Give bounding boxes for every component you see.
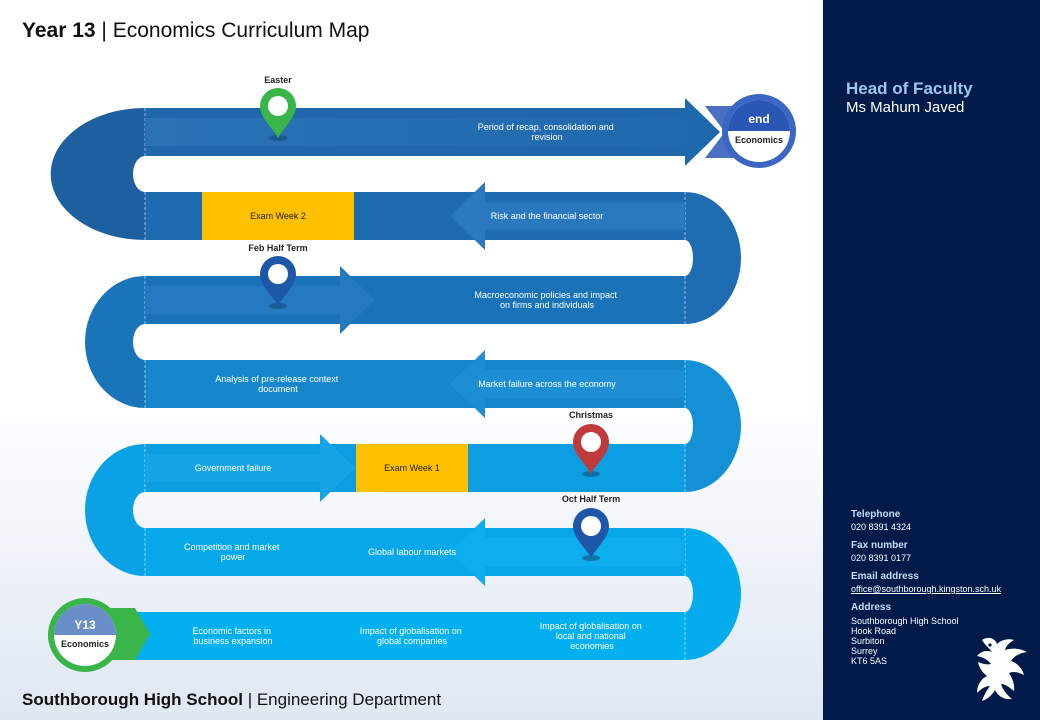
topic-competition-line: power — [221, 552, 246, 562]
curriculum-road: end Economics Y13 Economics Period of re… — [48, 75, 796, 672]
pin-hole — [581, 432, 601, 452]
start-badge-top — [54, 604, 116, 635]
address-line: Surrey — [851, 646, 878, 656]
topic-glob-local: Impact of globalisation on local and nat… — [540, 621, 645, 651]
pin-hole — [268, 96, 288, 116]
exam-week-1-block — [356, 444, 468, 492]
curve-right-3 — [685, 528, 741, 660]
arrow-right-lane-3 — [145, 266, 375, 334]
curve-left-2 — [85, 276, 145, 408]
telephone-value: 020 8391 4324 — [851, 522, 912, 532]
start-badge: Y13 Economics — [48, 598, 150, 672]
pin-hole — [581, 516, 601, 536]
topic-competition-line: Competition and market — [184, 542, 280, 552]
pin-label: Feb Half Term — [248, 243, 307, 253]
start-badge-sub: Economics — [61, 639, 109, 649]
griffin-eye — [988, 643, 992, 647]
pin-christmas: Christmas — [569, 410, 613, 477]
lane-joins — [144, 108, 686, 660]
curve-left-3 — [85, 444, 145, 576]
end-badge-top — [728, 100, 790, 131]
sidebar: Head of Faculty Ms Mahum Javed Telephone… — [823, 0, 1040, 720]
curve-right-1 — [685, 192, 741, 324]
pin-oct-half-term: Oct Half Term — [562, 494, 620, 561]
topic-analysis-line: Analysis of pre-release context — [215, 374, 339, 384]
pin-label: Oct Half Term — [562, 494, 620, 504]
head-of-faculty-title: Head of Faculty — [846, 79, 973, 98]
arrow-right-lane-1 — [145, 98, 720, 166]
curve-right-2 — [685, 360, 741, 492]
page-title: Year 13 | Economics Curriculum Map — [22, 19, 370, 42]
topic-glob-local-line: Impact of globalisation on — [540, 621, 642, 631]
arrow-left-lane-4 — [450, 350, 685, 418]
griffin-crest-shape — [977, 637, 1027, 701]
road-curves — [50, 108, 741, 660]
pin-easter: Easter — [260, 75, 296, 141]
topic-recap-line: revision — [531, 132, 562, 142]
topic-analysis: Analysis of pre-release context document — [215, 374, 341, 394]
exam-week-2-block — [202, 192, 354, 240]
end-badge-label: end — [748, 112, 769, 126]
pin-label: Easter — [264, 75, 292, 85]
arrow-left-lane-2 — [450, 182, 685, 250]
topic-market-failure: Market failure across the economy — [478, 379, 616, 389]
topic-competition: Competition and market power — [184, 542, 282, 562]
arrow-left-lane-6 — [450, 518, 685, 586]
lane-7 — [120, 612, 685, 660]
email-label: Email address — [851, 571, 919, 582]
topic-macro-line: on firms and individuals — [500, 300, 595, 310]
topic-glob-local-line: economies — [570, 641, 614, 651]
topic-economic-factors-line: Economic factors in — [192, 626, 271, 636]
topic-labour: Global labour markets — [368, 547, 457, 557]
footer: Southborough High School | Engineering D… — [22, 690, 442, 709]
topic-glob-local-line: local and national — [556, 631, 626, 641]
griffin-crest-icon — [977, 637, 1027, 701]
end-badge-sub: Economics — [735, 135, 783, 145]
topic-exam-2: Exam Week 2 — [250, 211, 306, 221]
topic-glob-global-line: global companies — [377, 636, 448, 646]
topic-gov-failure: Government failure — [195, 463, 272, 473]
topic-recap: Period of recap, consolidation and revis… — [478, 122, 617, 142]
pin-feb-half-term: Feb Half Term — [248, 243, 308, 309]
arrow-right-lane-5 — [145, 434, 355, 502]
email-link[interactable]: office@southborough.kingston.sch.uk — [851, 584, 1002, 594]
pin-hole — [268, 264, 288, 284]
topic-risk: Risk and the financial sector — [491, 211, 604, 221]
end-badge: end Economics — [705, 94, 796, 168]
pin-label: Christmas — [569, 410, 613, 420]
address-line: Surbiton — [851, 636, 885, 646]
address-label: Address — [851, 602, 892, 613]
topic-glob-global: Impact of globalisation on global compan… — [360, 626, 465, 646]
topic-exam-1: Exam Week 1 — [384, 463, 440, 473]
start-badge-label: Y13 — [74, 618, 96, 632]
topic-glob-global-line: Impact of globalisation on — [360, 626, 462, 636]
fax-value: 020 8391 0177 — [851, 553, 912, 563]
fax-label: Fax number — [851, 540, 908, 551]
address-line: Southborough High School — [851, 616, 959, 626]
topic-analysis-line: document — [258, 384, 298, 394]
head-of-faculty-name: Ms Mahum Javed — [846, 99, 965, 116]
telephone-label: Telephone — [851, 509, 901, 520]
topic-macro: Macroeconomic policies and impact on fir… — [474, 290, 619, 310]
topic-macro-line: Macroeconomic policies and impact — [474, 290, 617, 300]
topic-economic-factors: Economic factors in business expansion — [192, 626, 273, 646]
topic-recap-line: Period of recap, consolidation and — [478, 122, 614, 132]
topic-economic-factors-line: business expansion — [193, 636, 272, 646]
address-line: KT6 5AS — [851, 656, 888, 666]
topic-labels: Period of recap, consolidation and revis… — [184, 122, 645, 651]
address-line: Hook Road — [851, 626, 897, 636]
main-panel: Year 13 | Economics Curriculum Map — [0, 0, 823, 720]
direction-arrows — [145, 98, 720, 586]
curve-left-1 — [50, 108, 146, 240]
